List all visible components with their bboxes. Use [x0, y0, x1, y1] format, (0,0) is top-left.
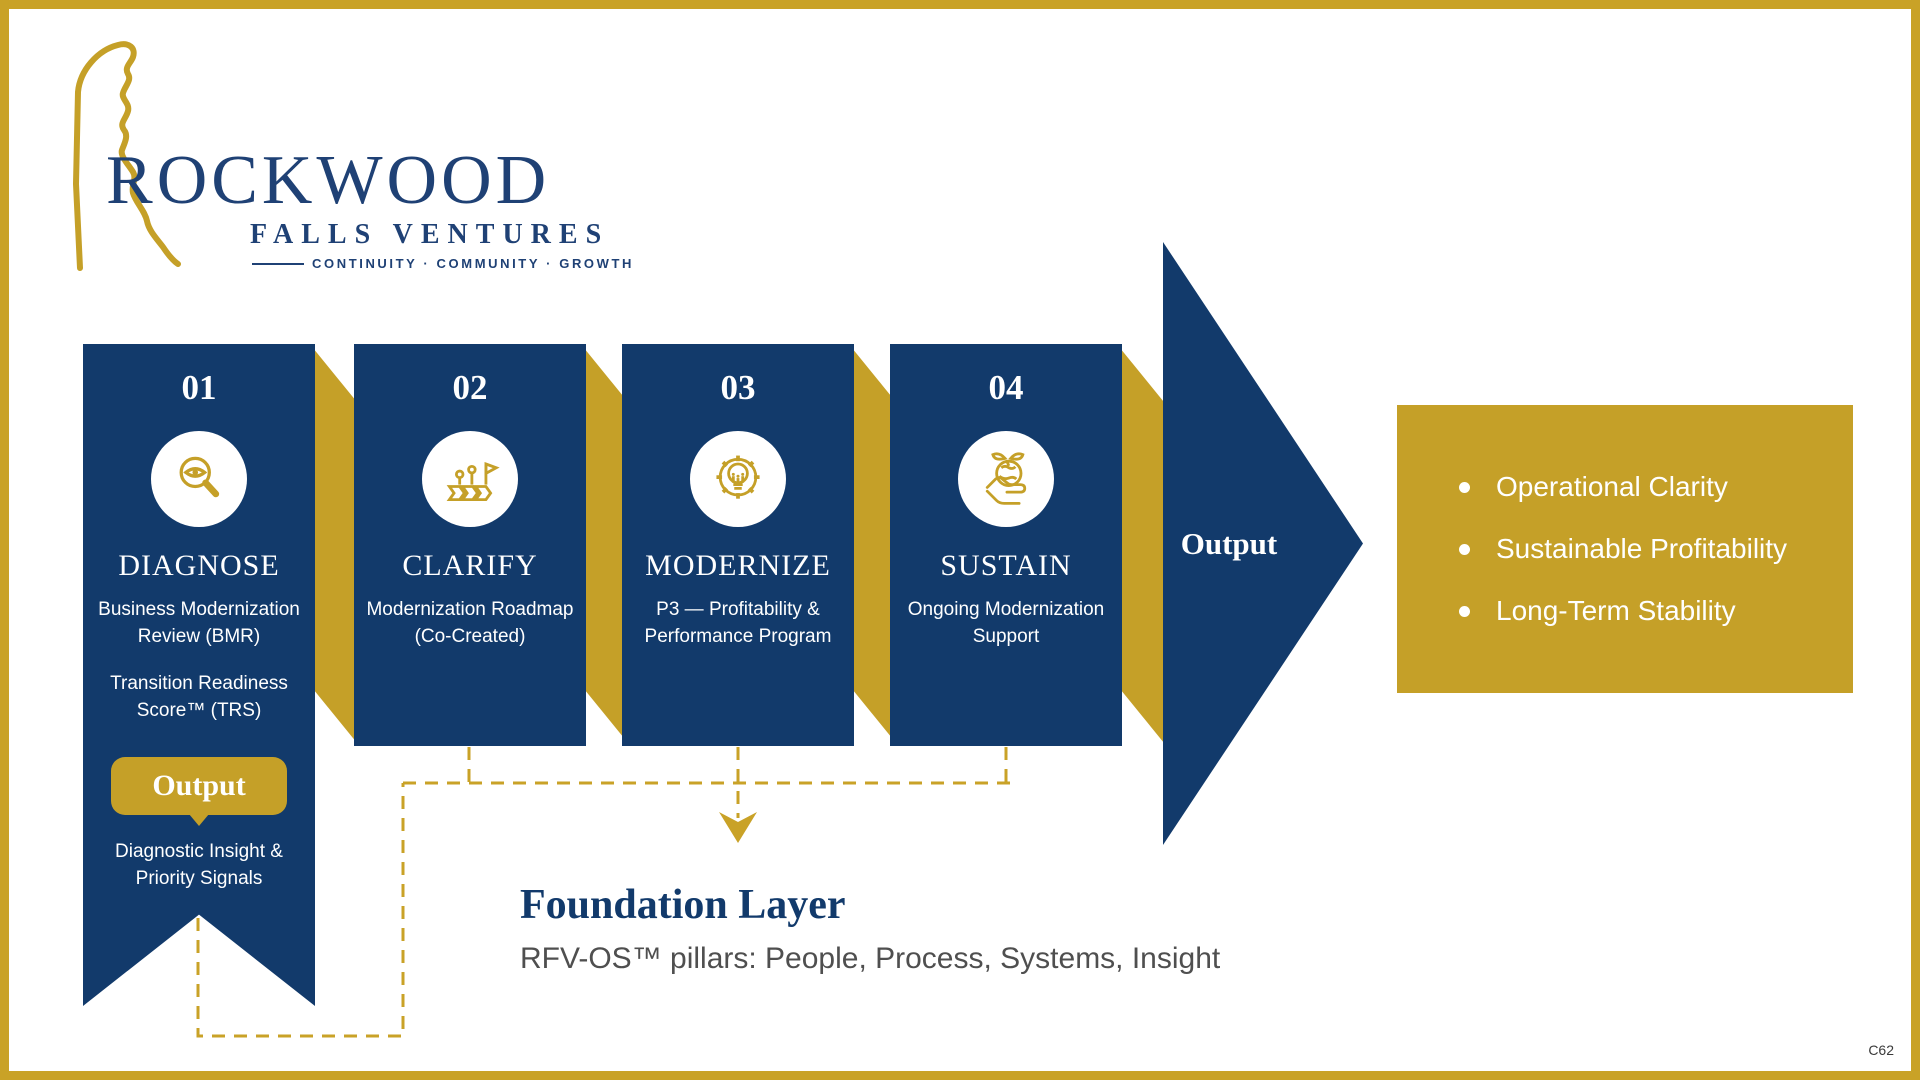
- step-banner-diagnose: 01 DIAGNOSE Business Modernization Revie…: [83, 344, 315, 1006]
- footnote-code: C62: [1868, 1042, 1894, 1058]
- magnifier-eye-icon: [151, 431, 247, 527]
- step-banner-clarify: 02 CLARIFY Modernization Roadmap (Co-Cre…: [354, 344, 586, 746]
- step-title: DIAGNOSE: [118, 549, 280, 582]
- bullet-dot-icon: [1459, 605, 1470, 617]
- logo-tagline: CONTINUITY · COMMUNITY · GROWTH: [252, 256, 634, 271]
- benefits-box: Operational Clarity Sustainable Profitab…: [1397, 405, 1853, 693]
- step-number: 04: [988, 368, 1024, 407]
- step-line: P3 — Profitability & Performance Program: [644, 599, 832, 647]
- output-arrow-label: Output: [1180, 525, 1278, 561]
- gold-ribbon-1: [313, 348, 357, 743]
- step-number: 01: [181, 368, 217, 407]
- logo-subname: FALLS VENTURES: [250, 219, 610, 250]
- hand-globe-icon: [958, 431, 1054, 527]
- step-line: Business Modernization Review (BMR): [98, 599, 300, 647]
- bullet-dot-icon: [1459, 543, 1470, 555]
- delaware-outline-icon: [73, 41, 181, 271]
- output-arrow: Output: [1163, 242, 1363, 845]
- gear-lightbulb-icon: [690, 431, 786, 527]
- step-number: 03: [720, 368, 756, 407]
- gold-ribbon-3: [852, 348, 896, 743]
- tagline-rule: [252, 262, 304, 265]
- benefit-item: Sustainable Profitability: [1459, 533, 1853, 565]
- output-result: Diagnostic Insight & Priority Signals: [115, 840, 283, 889]
- benefit-label: Operational Clarity: [1496, 471, 1728, 502]
- step-title: MODERNIZE: [645, 549, 831, 582]
- output-pill: Output: [111, 756, 287, 815]
- step-line: Modernization Roadmap (Co-Created): [366, 599, 574, 647]
- foundation-title: Foundation Layer: [520, 882, 846, 928]
- bullet-dot-icon: [1459, 481, 1470, 493]
- step-line: Ongoing Modernization Support: [907, 599, 1105, 647]
- benefit-label: Sustainable Profitability: [1496, 533, 1788, 564]
- benefit-label: Long-Term Stability: [1496, 595, 1736, 626]
- roadmap-flag-icon: [422, 431, 518, 527]
- arrowhead-down-icon: [719, 812, 757, 843]
- step-line: Transition Readiness Score™ (TRS): [110, 672, 288, 721]
- step-title: CLARIFY: [402, 549, 538, 582]
- tagline-text: CONTINUITY · COMMUNITY · GROWTH: [312, 256, 635, 271]
- step-banner-modernize: 03 MODERNIZE P3 — Profitability & Perfor…: [622, 344, 854, 746]
- benefit-item: Operational Clarity: [1459, 471, 1853, 503]
- step-title: SUSTAIN: [940, 549, 1072, 582]
- benefit-item: Long-Term Stability: [1459, 595, 1853, 627]
- gold-ribbon-4: [1120, 348, 1164, 743]
- logo-wordmark: ROCKWOOD: [106, 142, 551, 219]
- step-banner-sustain: 04 SUSTAIN Ongoing Modernization Support: [890, 344, 1122, 746]
- step-number: 02: [452, 368, 488, 407]
- gold-ribbon-2: [584, 348, 628, 743]
- foundation-subtitle: RFV-OS™ pillars: People, Process, System…: [520, 942, 1221, 975]
